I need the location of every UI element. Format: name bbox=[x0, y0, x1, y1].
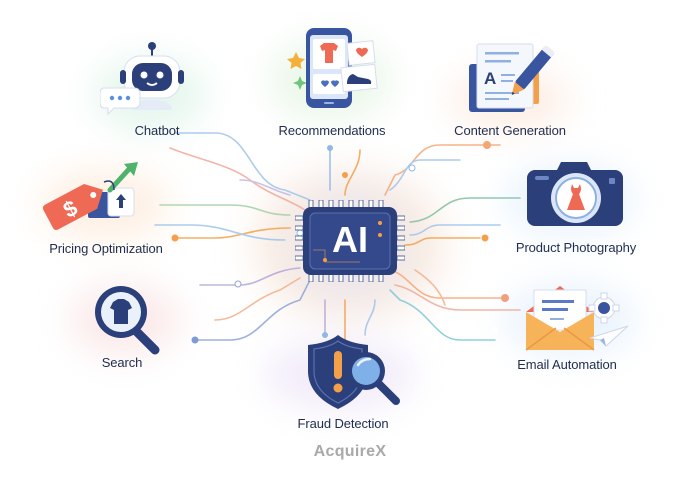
label-product-photography: Product Photography bbox=[515, 240, 637, 255]
ai-chip-label: AI bbox=[332, 219, 368, 260]
magnifier-shirt-icon bbox=[95, 286, 160, 355]
label-content-generation: Content Generation bbox=[454, 123, 566, 138]
label-pricing-optimization: Pricing Optimization bbox=[49, 241, 163, 256]
label-recommendations: Recommendations bbox=[278, 123, 386, 138]
svg-text:A: A bbox=[484, 69, 496, 88]
microchip-icon bbox=[294, 199, 406, 283]
camera-dress-icon bbox=[527, 162, 623, 226]
shield-alert-icon bbox=[308, 335, 400, 409]
envelope-gear-icon bbox=[525, 286, 629, 351]
label-fraud-detection: Fraud Detection bbox=[297, 416, 389, 431]
robot-chat-icon bbox=[100, 42, 184, 116]
phone-recommendations-icon bbox=[287, 28, 378, 108]
ai-chip: AI bbox=[294, 199, 406, 283]
label-email-automation: Email Automation bbox=[517, 357, 617, 372]
label-search: Search bbox=[101, 355, 143, 370]
price-tag-icon: $ bbox=[42, 162, 138, 231]
brand-watermark: AcquireX bbox=[313, 443, 387, 460]
document-pencil-icon: A bbox=[469, 43, 555, 112]
label-chatbot: Chatbot bbox=[134, 123, 180, 138]
